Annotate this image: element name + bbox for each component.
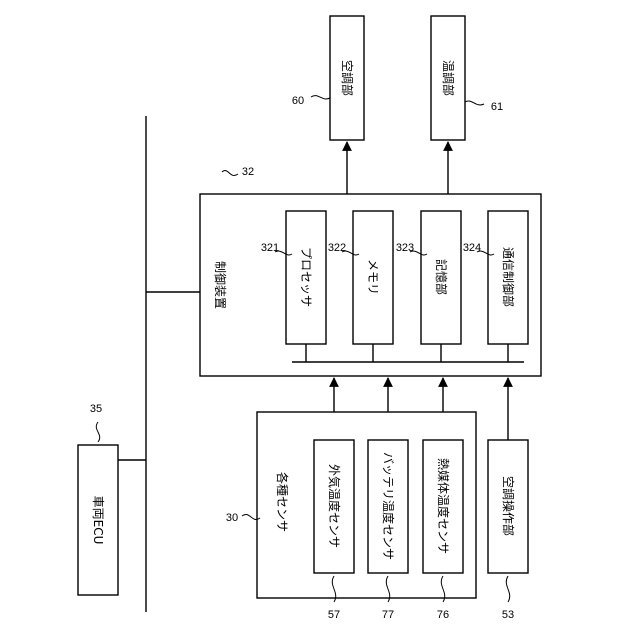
leader-61 (465, 101, 484, 105)
ref-32: 32 (242, 166, 254, 178)
air-conditioner-label: 空調部 (340, 60, 355, 96)
leader-53 (506, 576, 509, 602)
leader-32 (222, 170, 238, 175)
heat-medium-temp-sensor-label: 熱媒体温度センサ (436, 458, 451, 554)
ref-57: 57 (328, 609, 340, 621)
vehicle-ecu-label: 車両ECU (91, 496, 105, 545)
temperature-controller-label: 温調部 (441, 60, 456, 96)
ref-322: 322 (328, 242, 346, 254)
ref-76: 76 (437, 609, 449, 621)
leader-60 (311, 96, 330, 99)
outside-temp-sensor-label: 外気温度センサ (327, 464, 342, 548)
ref-35: 35 (90, 403, 102, 415)
leader-35 (96, 422, 99, 442)
ref-30: 30 (226, 512, 238, 524)
battery-temp-sensor-label: バッテリ温度センサ (381, 452, 396, 560)
ref-77: 77 (382, 609, 394, 621)
processor-label: プロセッサ (299, 247, 313, 307)
storage-label: 記憶部 (434, 259, 449, 295)
ref-60: 60 (292, 95, 304, 107)
memory-label: メモリ (366, 259, 380, 295)
ref-323: 323 (396, 242, 414, 254)
ref-321: 321 (261, 242, 279, 254)
ac-operation-label: 空調操作部 (501, 476, 516, 536)
sensors-label: 各種センサ (275, 472, 290, 532)
control-device-label: 制御装置 (213, 261, 228, 309)
comm-controller-label: 通信制御部 (501, 247, 516, 307)
ref-53: 53 (502, 609, 514, 621)
ref-324: 324 (463, 242, 481, 254)
ref-61: 61 (491, 101, 503, 113)
